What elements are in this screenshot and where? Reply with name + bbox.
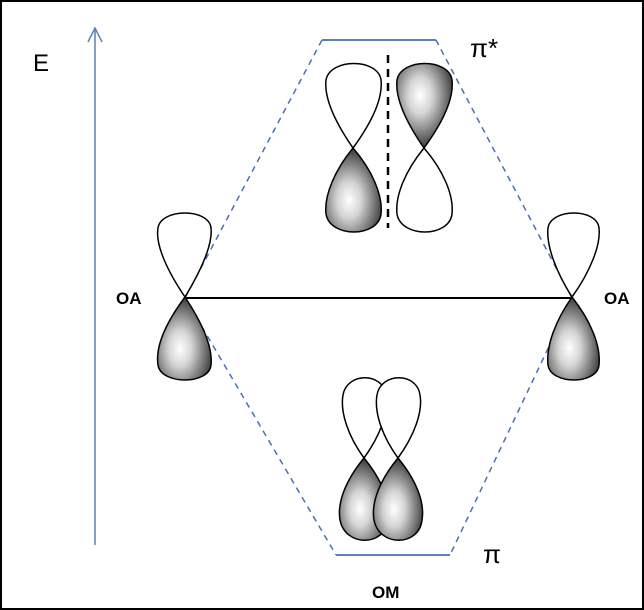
left-orbital-label: OA (116, 289, 142, 308)
energy-axis-label: E (33, 50, 49, 77)
bonding-label: π (483, 539, 501, 569)
bonding-orbital-icon (338, 377, 424, 541)
energy-axis (87, 26, 103, 545)
left-p-orbital-icon (156, 212, 212, 381)
molecular-orbital-label: OM (372, 583, 399, 602)
antibonding-label: π* (470, 33, 498, 63)
right-orbital-label: OA (604, 289, 630, 308)
antibonding-orbital-icon (325, 55, 453, 233)
right-p-orbital-icon (547, 212, 600, 381)
